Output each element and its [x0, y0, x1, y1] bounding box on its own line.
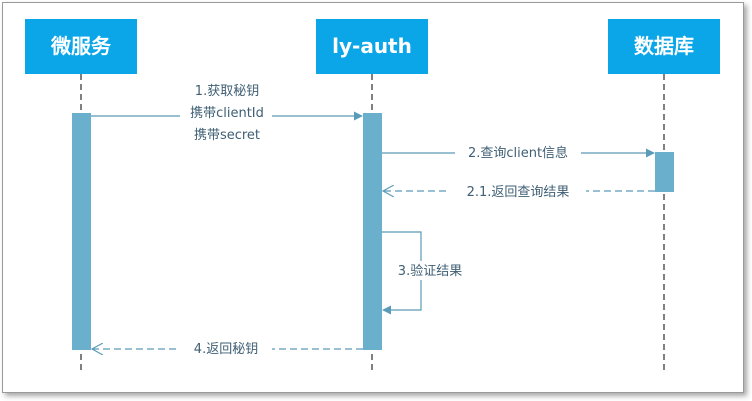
- message-1-label-line1: 1.获取秘钥: [195, 84, 259, 99]
- actor-auth[interactable]: ly-auth: [316, 19, 428, 74]
- actor-database[interactable]: 数据库: [608, 19, 720, 74]
- message-2-1-label-bg: [450, 181, 586, 200]
- message-1-label-bg: [180, 79, 272, 147]
- activation-microservice: [72, 113, 91, 350]
- message-1-label-line2: 携带clientId: [190, 105, 264, 121]
- actor-auth-label: ly-auth: [332, 34, 412, 58]
- actor-microservice[interactable]: 微服务: [25, 19, 137, 74]
- message-3-label: 3.验证结果: [398, 263, 462, 279]
- message-4-label-bg: [180, 339, 272, 358]
- message-4-label: 4.返回秘钥: [194, 342, 258, 357]
- message-2-label-bg: [455, 143, 581, 162]
- activation-auth: [363, 113, 382, 350]
- message-2-1-label: 2.1.返回查询结果: [467, 185, 570, 200]
- message-2-label: 2.查询client信息: [468, 145, 568, 161]
- message-1-label-line3: 携带secret: [194, 127, 260, 143]
- activation-database: [655, 152, 674, 192]
- actor-database-label: 数据库: [634, 34, 694, 58]
- actor-microservice-label: 微服务: [50, 34, 112, 58]
- message-3-label-bg: [386, 261, 474, 280]
